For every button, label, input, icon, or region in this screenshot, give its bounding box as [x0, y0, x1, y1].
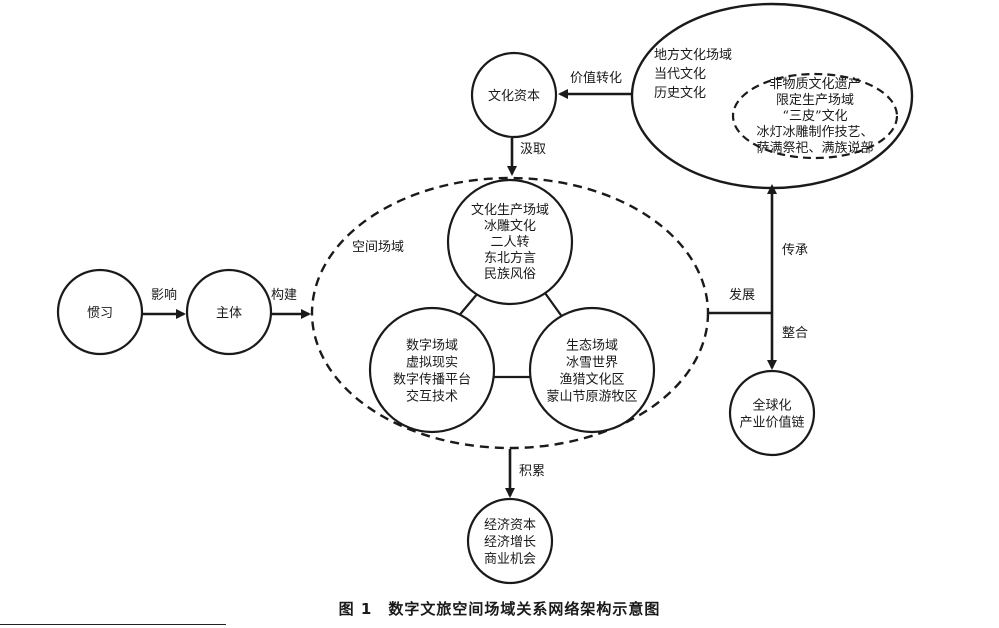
eco-field-node — [528, 306, 656, 434]
local-culture-line-1: 地方文化场域 — [654, 47, 732, 63]
culture-field-line-1: 文化生产场域 — [471, 203, 549, 218]
cultural-capital-label: 文化资本 — [488, 89, 540, 104]
economy-line-1: 经济资本 — [484, 518, 536, 533]
globalization-node — [728, 369, 816, 457]
edge-label-develop: 发展 — [729, 287, 755, 303]
eco-field-line-4: 蒙山节原游牧区 — [546, 390, 637, 405]
habit-line-1: 惯习 — [87, 305, 113, 321]
subject-label: 主体 — [216, 306, 242, 321]
cultural-capital-node — [470, 51, 558, 139]
digital-field-line-2: 虚拟现实 — [406, 356, 458, 371]
eco-field-line-2: 冰雪世界 — [566, 356, 618, 371]
space-field-label: 空间场域 — [352, 240, 404, 255]
digital-field-line-4: 交互技术 — [406, 389, 458, 405]
subject-node — [185, 268, 273, 356]
culture-field-line-5: 民族风俗 — [484, 266, 536, 282]
edge-label-influence: 影响 — [151, 287, 177, 303]
heritage-dashed-ellipse — [731, 72, 899, 160]
footnote-rule — [0, 624, 226, 625]
culture-field-line-2: 冰雕文化 — [484, 219, 536, 234]
heritage-line-5: 萨满祭祀、满族说部 — [756, 140, 873, 156]
heritage-line-2: 限定生产场域 — [776, 93, 854, 108]
edge-label-integrate: 整合 — [782, 326, 808, 341]
heritage-line-4: 冰灯冰雕制作技艺、 — [756, 125, 873, 140]
eco-field-line-1: 生态场域 — [566, 339, 618, 354]
globalization-line-1: 全球化 — [752, 398, 791, 414]
economy-node — [466, 497, 554, 585]
heritage-line-1: 非物质文化遗产 — [769, 77, 860, 92]
local-culture-line-2: 当代文化 — [654, 67, 706, 82]
culture-field-line-4: 东北方言 — [484, 250, 536, 266]
globalization-line-2: 产业价值链 — [739, 415, 804, 431]
edge-label-value-transform: 价值转化 — [570, 70, 622, 86]
edge-label-accumulate: 积累 — [519, 464, 545, 479]
digital-field-line-3: 数字传播平台 — [393, 373, 471, 388]
local-culture-line-3: 历史文化 — [654, 86, 706, 101]
edge-label-construct: 构建 — [271, 288, 297, 303]
figure-caption: 图 1 数字文旅空间场域关系网络架构示意图 — [338, 600, 661, 618]
habit-node — [56, 268, 144, 356]
economy-line-3: 商业机会 — [484, 552, 536, 567]
edge-label-inherit: 传承 — [782, 243, 808, 258]
subject-line-1: 主体 — [216, 306, 242, 321]
habit-label: 惯习 — [87, 305, 113, 321]
digital-field-line-1: 数字场域 — [406, 339, 458, 354]
cultural-capital-line-1: 文化资本 — [488, 89, 540, 104]
eco-field-line-3: 渔猎文化区 — [559, 373, 624, 388]
culture-field-line-3: 二人转 — [490, 235, 529, 250]
digital-field-node — [368, 306, 496, 434]
culture-field-node — [446, 178, 574, 306]
economy-line-2: 经济增长 — [484, 535, 536, 550]
connector-culture-eco — [544, 292, 564, 319]
heritage-line-3: “三皮”文化 — [782, 109, 847, 124]
edge-label-draw: 汲取 — [520, 142, 546, 157]
